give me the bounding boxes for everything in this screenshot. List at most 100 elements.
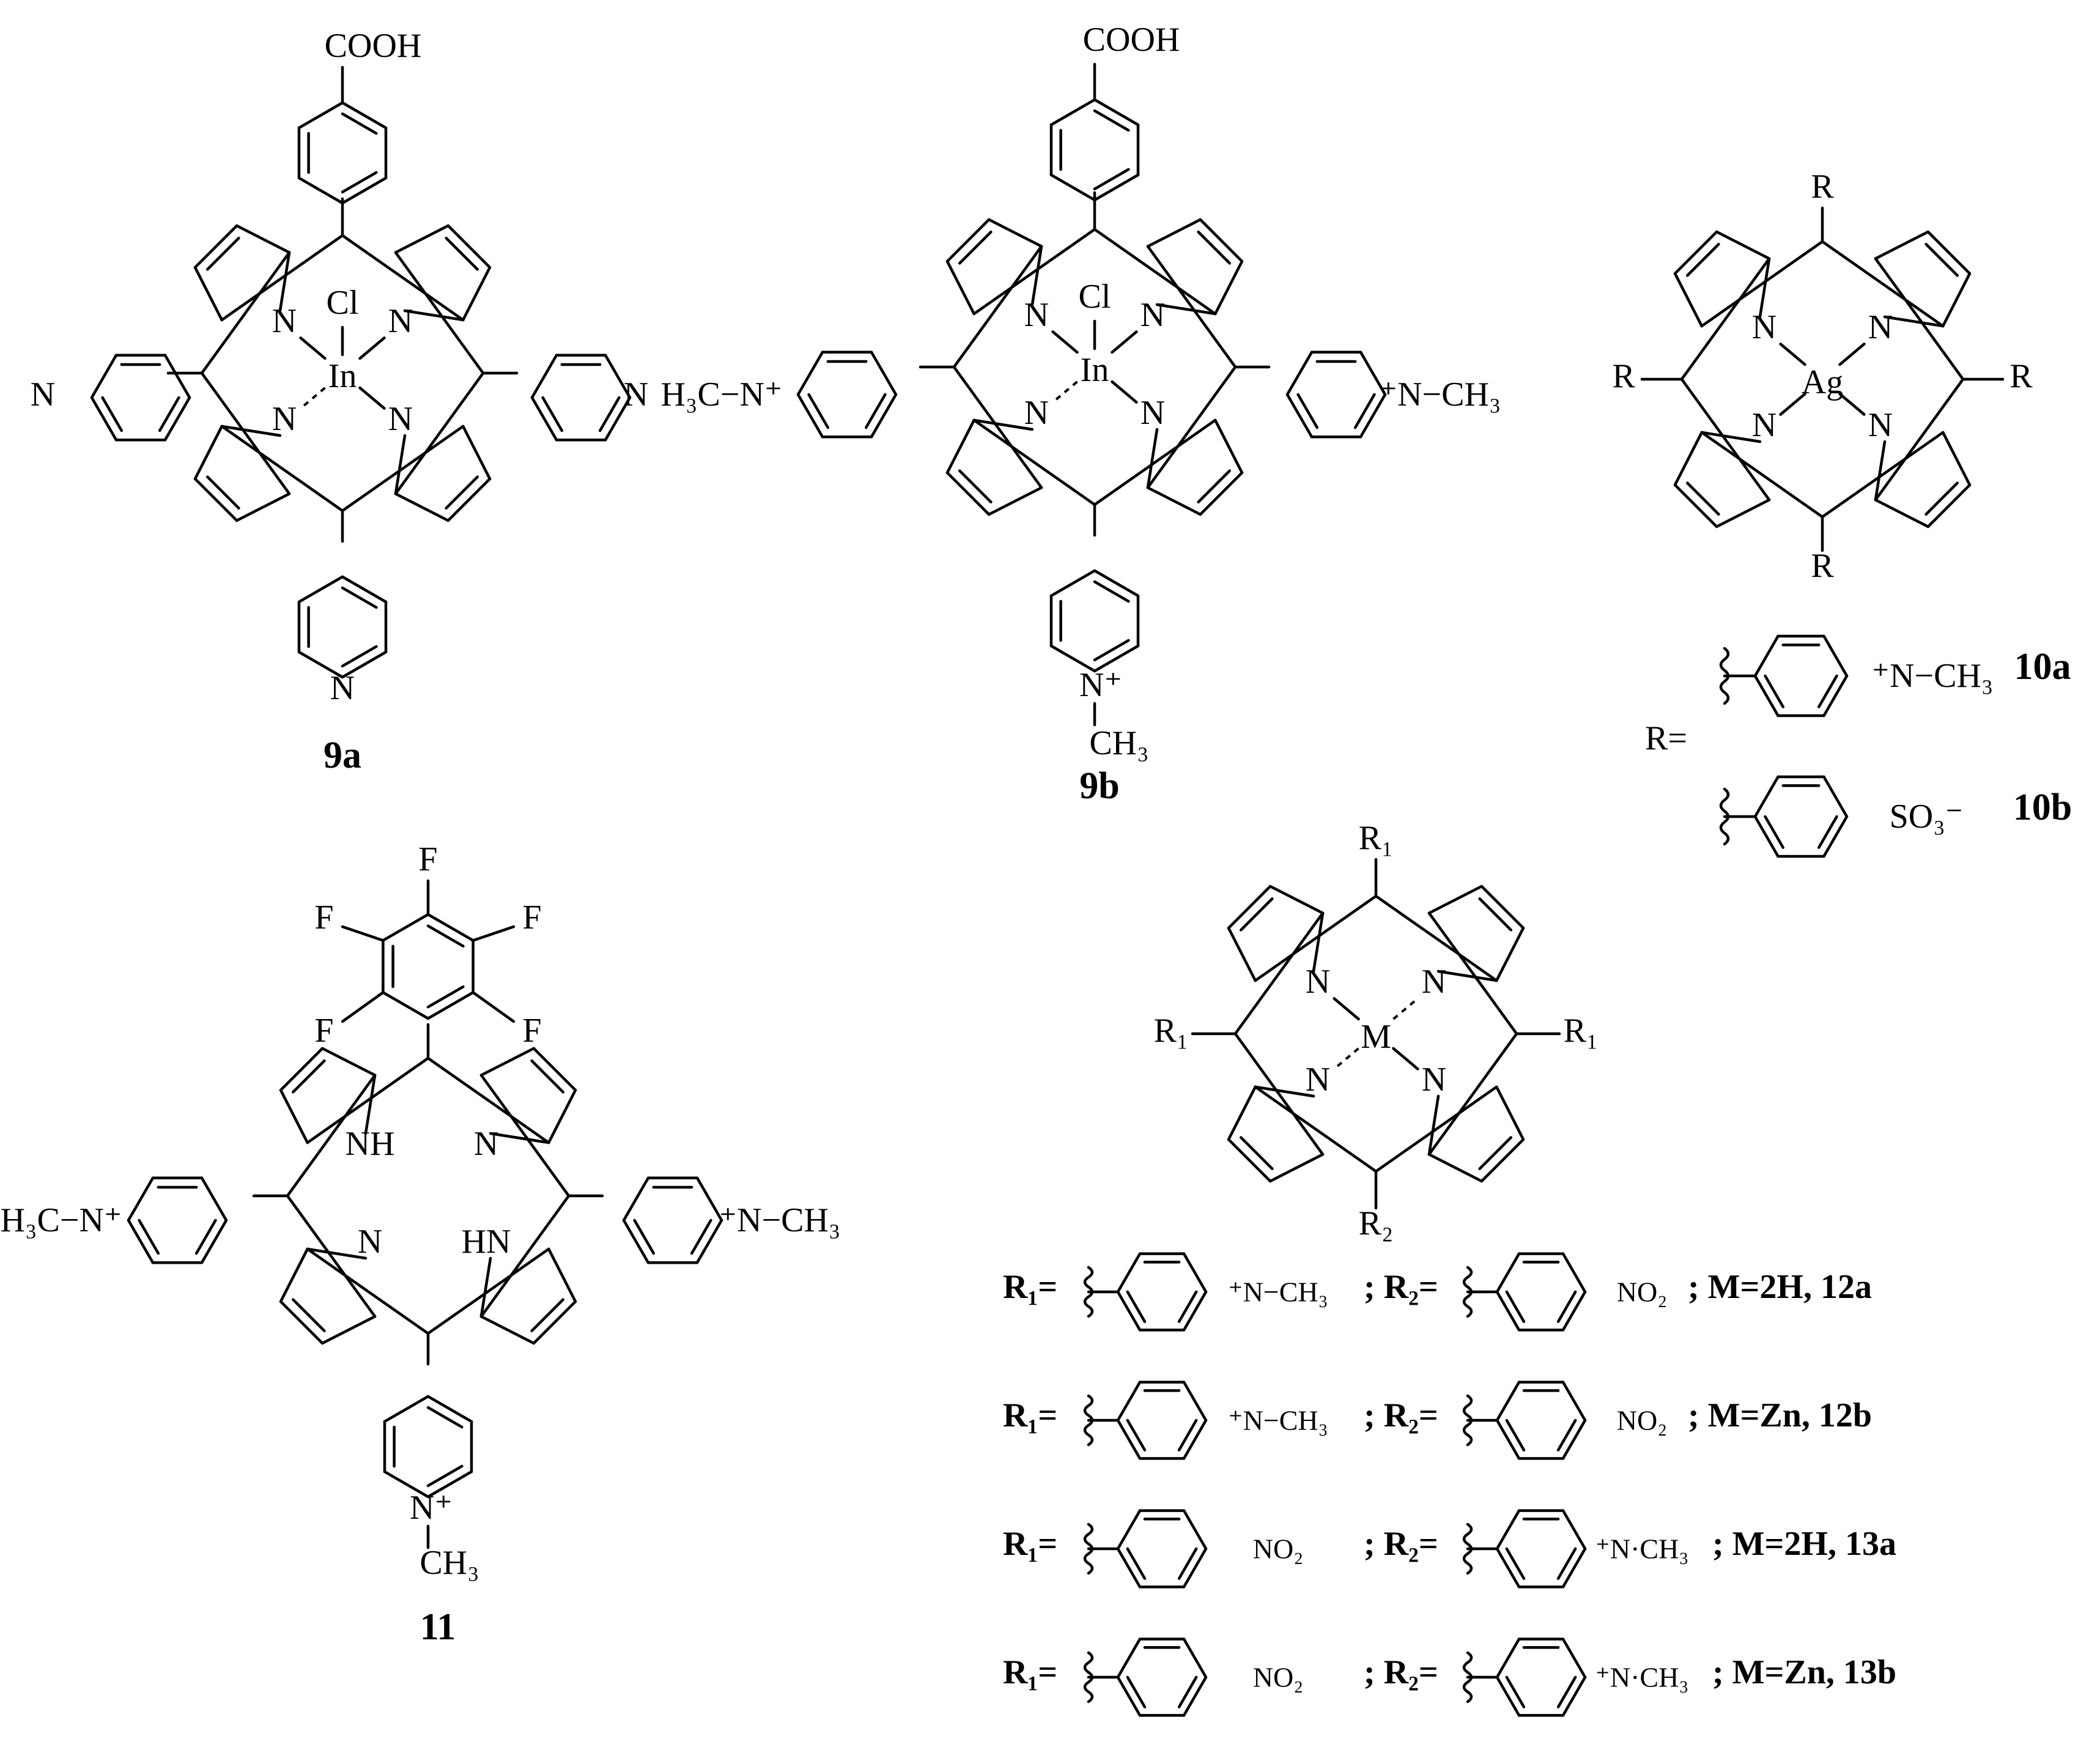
- bond: [220, 425, 282, 437]
- label-9a: 9a: [324, 735, 361, 776]
- bond: [1926, 230, 1972, 275]
- coordination-bond: [1111, 330, 1138, 354]
- bond: [1116, 1509, 1142, 1551]
- r1-label: R₁=: [1003, 1653, 1057, 1691]
- bond: [1213, 259, 1244, 316]
- bond: [1941, 431, 1972, 487]
- bond: [1924, 481, 1959, 516]
- bond: [1436, 970, 1498, 982]
- bond: [1561, 1675, 1587, 1717]
- bond: [1753, 775, 1780, 818]
- bond: [1240, 897, 1274, 932]
- methylpyridinium-label: ⁺N−CH₃: [1872, 657, 1994, 695]
- bond: [1478, 1136, 1512, 1170]
- coordination-bond: [1392, 1047, 1419, 1070]
- label-11: 11: [420, 1606, 456, 1648]
- pyridinium-ring-right: [622, 1176, 723, 1264]
- bond: [807, 393, 830, 429]
- r2-label: ; R₂=: [1364, 1396, 1438, 1434]
- bond: [1177, 1675, 1198, 1708]
- bond: [1673, 483, 1718, 528]
- bond: [1427, 884, 1484, 915]
- bond: [1556, 1547, 1577, 1580]
- bond: [1116, 1418, 1142, 1460]
- pyridinium-ring-bottom: [383, 1395, 473, 1499]
- nitrogen-label: N: [1141, 296, 1165, 334]
- legend-row-rings: NO₂⁺N·CH₃: [1083, 1637, 1688, 1717]
- bond: [1146, 428, 1159, 489]
- bond: [1505, 1547, 1526, 1580]
- bond: [1686, 481, 1720, 516]
- bond: [1049, 644, 1096, 673]
- r1-group-label: NO₂: [1253, 1662, 1303, 1693]
- bond: [1116, 1381, 1142, 1422]
- bond: [604, 396, 632, 442]
- bond: [394, 492, 450, 522]
- nitrogen-label: N: [388, 302, 413, 340]
- bond: [1753, 674, 1780, 717]
- metal-label: Ag: [1802, 363, 1843, 401]
- bond: [1561, 1547, 1587, 1589]
- bond: [306, 1056, 430, 1144]
- nitrogen-label: HN: [462, 1223, 511, 1261]
- axial-ligand-label: Cl: [1079, 278, 1111, 316]
- bond: [1561, 1290, 1587, 1332]
- coordination-bond: [358, 336, 386, 360]
- nitrogen-label: N: [330, 669, 355, 707]
- bond: [690, 1218, 712, 1255]
- bond: [127, 1176, 155, 1222]
- bond: [426, 913, 475, 942]
- bond: [945, 471, 991, 516]
- bond: [158, 396, 180, 432]
- bond: [1495, 1509, 1521, 1551]
- bond: [1126, 1675, 1147, 1708]
- bond: [1116, 1637, 1142, 1679]
- bond: [1822, 634, 1849, 678]
- bond: [1874, 498, 1930, 528]
- bond: [1296, 393, 1319, 429]
- bond: [1182, 1547, 1208, 1589]
- pyridinium-ring: [1495, 1637, 1587, 1717]
- bond: [364, 1073, 377, 1135]
- bond: [1753, 815, 1780, 858]
- bond: [952, 365, 1043, 489]
- r2-group-label: NO₂: [1617, 1405, 1667, 1436]
- bond: [972, 418, 1034, 431]
- bond: [1093, 173, 1140, 202]
- bond: [235, 492, 291, 522]
- bond: [426, 1464, 464, 1488]
- bond: [278, 251, 291, 313]
- r1-label: R₁=: [1003, 1396, 1057, 1434]
- bond: [1686, 243, 1720, 277]
- bond: [1182, 1675, 1208, 1717]
- bond: [426, 1470, 473, 1499]
- bond: [279, 1047, 324, 1092]
- pentafluorophenyl-ring: [382, 913, 475, 1020]
- bond: [1495, 1085, 1525, 1141]
- bond: [1049, 173, 1096, 202]
- bond: [796, 393, 824, 439]
- bond: [541, 396, 564, 432]
- fluorine-label: F: [314, 1012, 333, 1050]
- nitrophenyl-ring: [1495, 1381, 1587, 1460]
- pyridinium-ring-left: [127, 1176, 228, 1264]
- bond: [1715, 498, 1771, 528]
- r1-substituent: R₁: [1154, 1012, 1189, 1050]
- nitrophenyl-ring: [1116, 1637, 1208, 1717]
- pyridinium-ring-right: [1285, 350, 1387, 439]
- bond: [1268, 884, 1325, 915]
- bond: [695, 1176, 723, 1222]
- bond: [1227, 884, 1272, 930]
- bond: [1240, 1136, 1274, 1170]
- bond: [1227, 926, 1257, 982]
- bond: [403, 309, 465, 322]
- bond: [90, 396, 118, 442]
- bond: [952, 245, 1043, 369]
- r1-group-label: NO₂: [1253, 1533, 1303, 1565]
- bond: [604, 354, 632, 399]
- bond: [1182, 1418, 1208, 1460]
- nitrogen-label: N: [272, 400, 297, 438]
- nitrogen-label: N: [1868, 406, 1893, 444]
